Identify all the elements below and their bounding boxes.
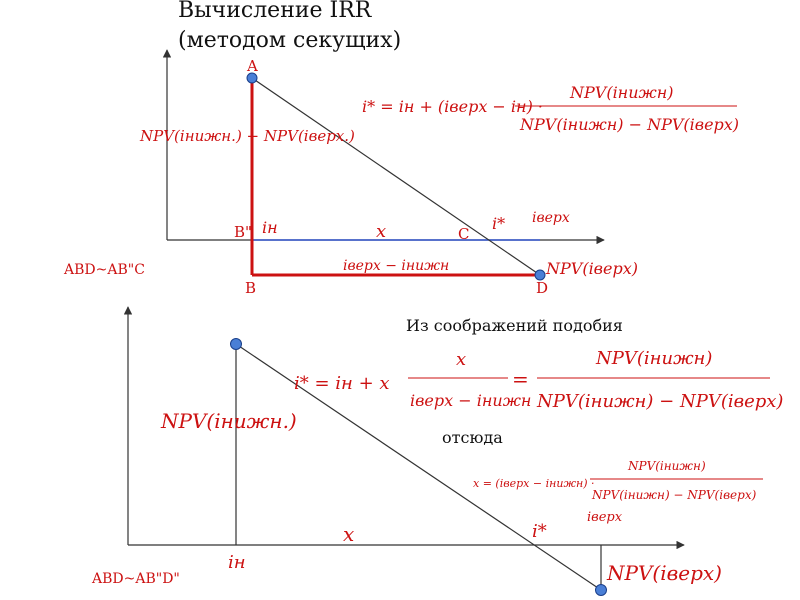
bottom-dot-d (595, 584, 607, 596)
bottom-i-star-label: i* (532, 521, 547, 542)
ratio-left-denominator: iверх − iнижн (410, 391, 531, 410)
title-line-2: (методом секущих) (178, 28, 401, 53)
top-secant-line (251, 77, 541, 276)
top-dot-d (534, 269, 546, 281)
label-point-d: D (536, 279, 548, 297)
top-x-label: x (376, 221, 386, 242)
bottom-secant-line (235, 343, 602, 591)
top-formula-numerator: NPV(iнижн) (569, 83, 674, 102)
ratio-right-denominator: NPV(iнижн) − NPV(iверх) (536, 391, 783, 412)
bottom-x-label: x (343, 522, 354, 546)
label-point-c: C (458, 225, 469, 243)
title-line-1: Вычисление IRR (178, 0, 373, 23)
top-formula-lhs: i* = iн + (iверх − iн) · (362, 97, 543, 116)
bottom-dot-a (230, 338, 242, 350)
from-similarity-text: Из соображений подобия (406, 316, 623, 335)
top-formula-denominator: NPV(iнижн) − NPV(iверх) (519, 115, 739, 134)
bottom-diagram: Из соображений подобия i* = iн + x x iве… (91, 306, 783, 596)
top-i-upper-label: iверх (532, 210, 570, 226)
top-vertical-segment-label: NPV(iнижн.) − NPV(iверх.) (139, 127, 355, 145)
x-formula-lhs: x = (iверх − iнижн) · (473, 477, 594, 490)
label-point-a: A (246, 57, 258, 75)
bottom-x-formula: x = (iверх − iнижн) · NPV(iнижн) NPV(iни… (473, 459, 763, 525)
hence-text: отсюда (442, 428, 503, 447)
ratio-equals: = (512, 367, 529, 391)
bottom-npv-upper-label: NPV(iверх) (606, 561, 722, 585)
bottom-similarity-label: ABD~AB"D" (91, 571, 180, 587)
top-dot-a (246, 72, 258, 84)
ratio-right-numerator: NPV(iнижн) (595, 348, 712, 369)
x-formula-numerator: NPV(iнижн) (627, 459, 706, 473)
top-irr-formula: i* = iн + (iверх − iн) · NPV(iнижн) NPV(… (362, 83, 739, 134)
top-i-star-label: i* (492, 214, 505, 233)
top-diagram: A B" B C D ABD~AB"C NPV(iнижн.) − NPV(iв… (63, 49, 739, 297)
bottom-formula-i: i* = iн + x (294, 373, 390, 394)
top-bottom-segment-label: iверх − iнижн (343, 258, 449, 274)
label-point-b-double-prime: B" (234, 223, 252, 241)
top-npv-upper-label: NPV(iверх) (545, 259, 638, 278)
bottom-i-n-label: iн (228, 552, 246, 573)
ratio-left-numerator: x (456, 349, 466, 370)
label-point-b: B (245, 279, 256, 297)
bottom-npv-lower-label: NPV(iнижн.) (160, 409, 297, 433)
bottom-ratio-formula: x iверх − iнижн = NPV(iнижн) NPV(iнижн) … (408, 348, 783, 412)
top-i-n-label: iн (262, 218, 278, 237)
x-formula-denominator: NPV(iнижн) − NPV(iверх) (591, 488, 757, 502)
x-formula-trailing: iверх (587, 510, 623, 525)
top-similarity-label: ABD~AB"C (63, 262, 145, 278)
